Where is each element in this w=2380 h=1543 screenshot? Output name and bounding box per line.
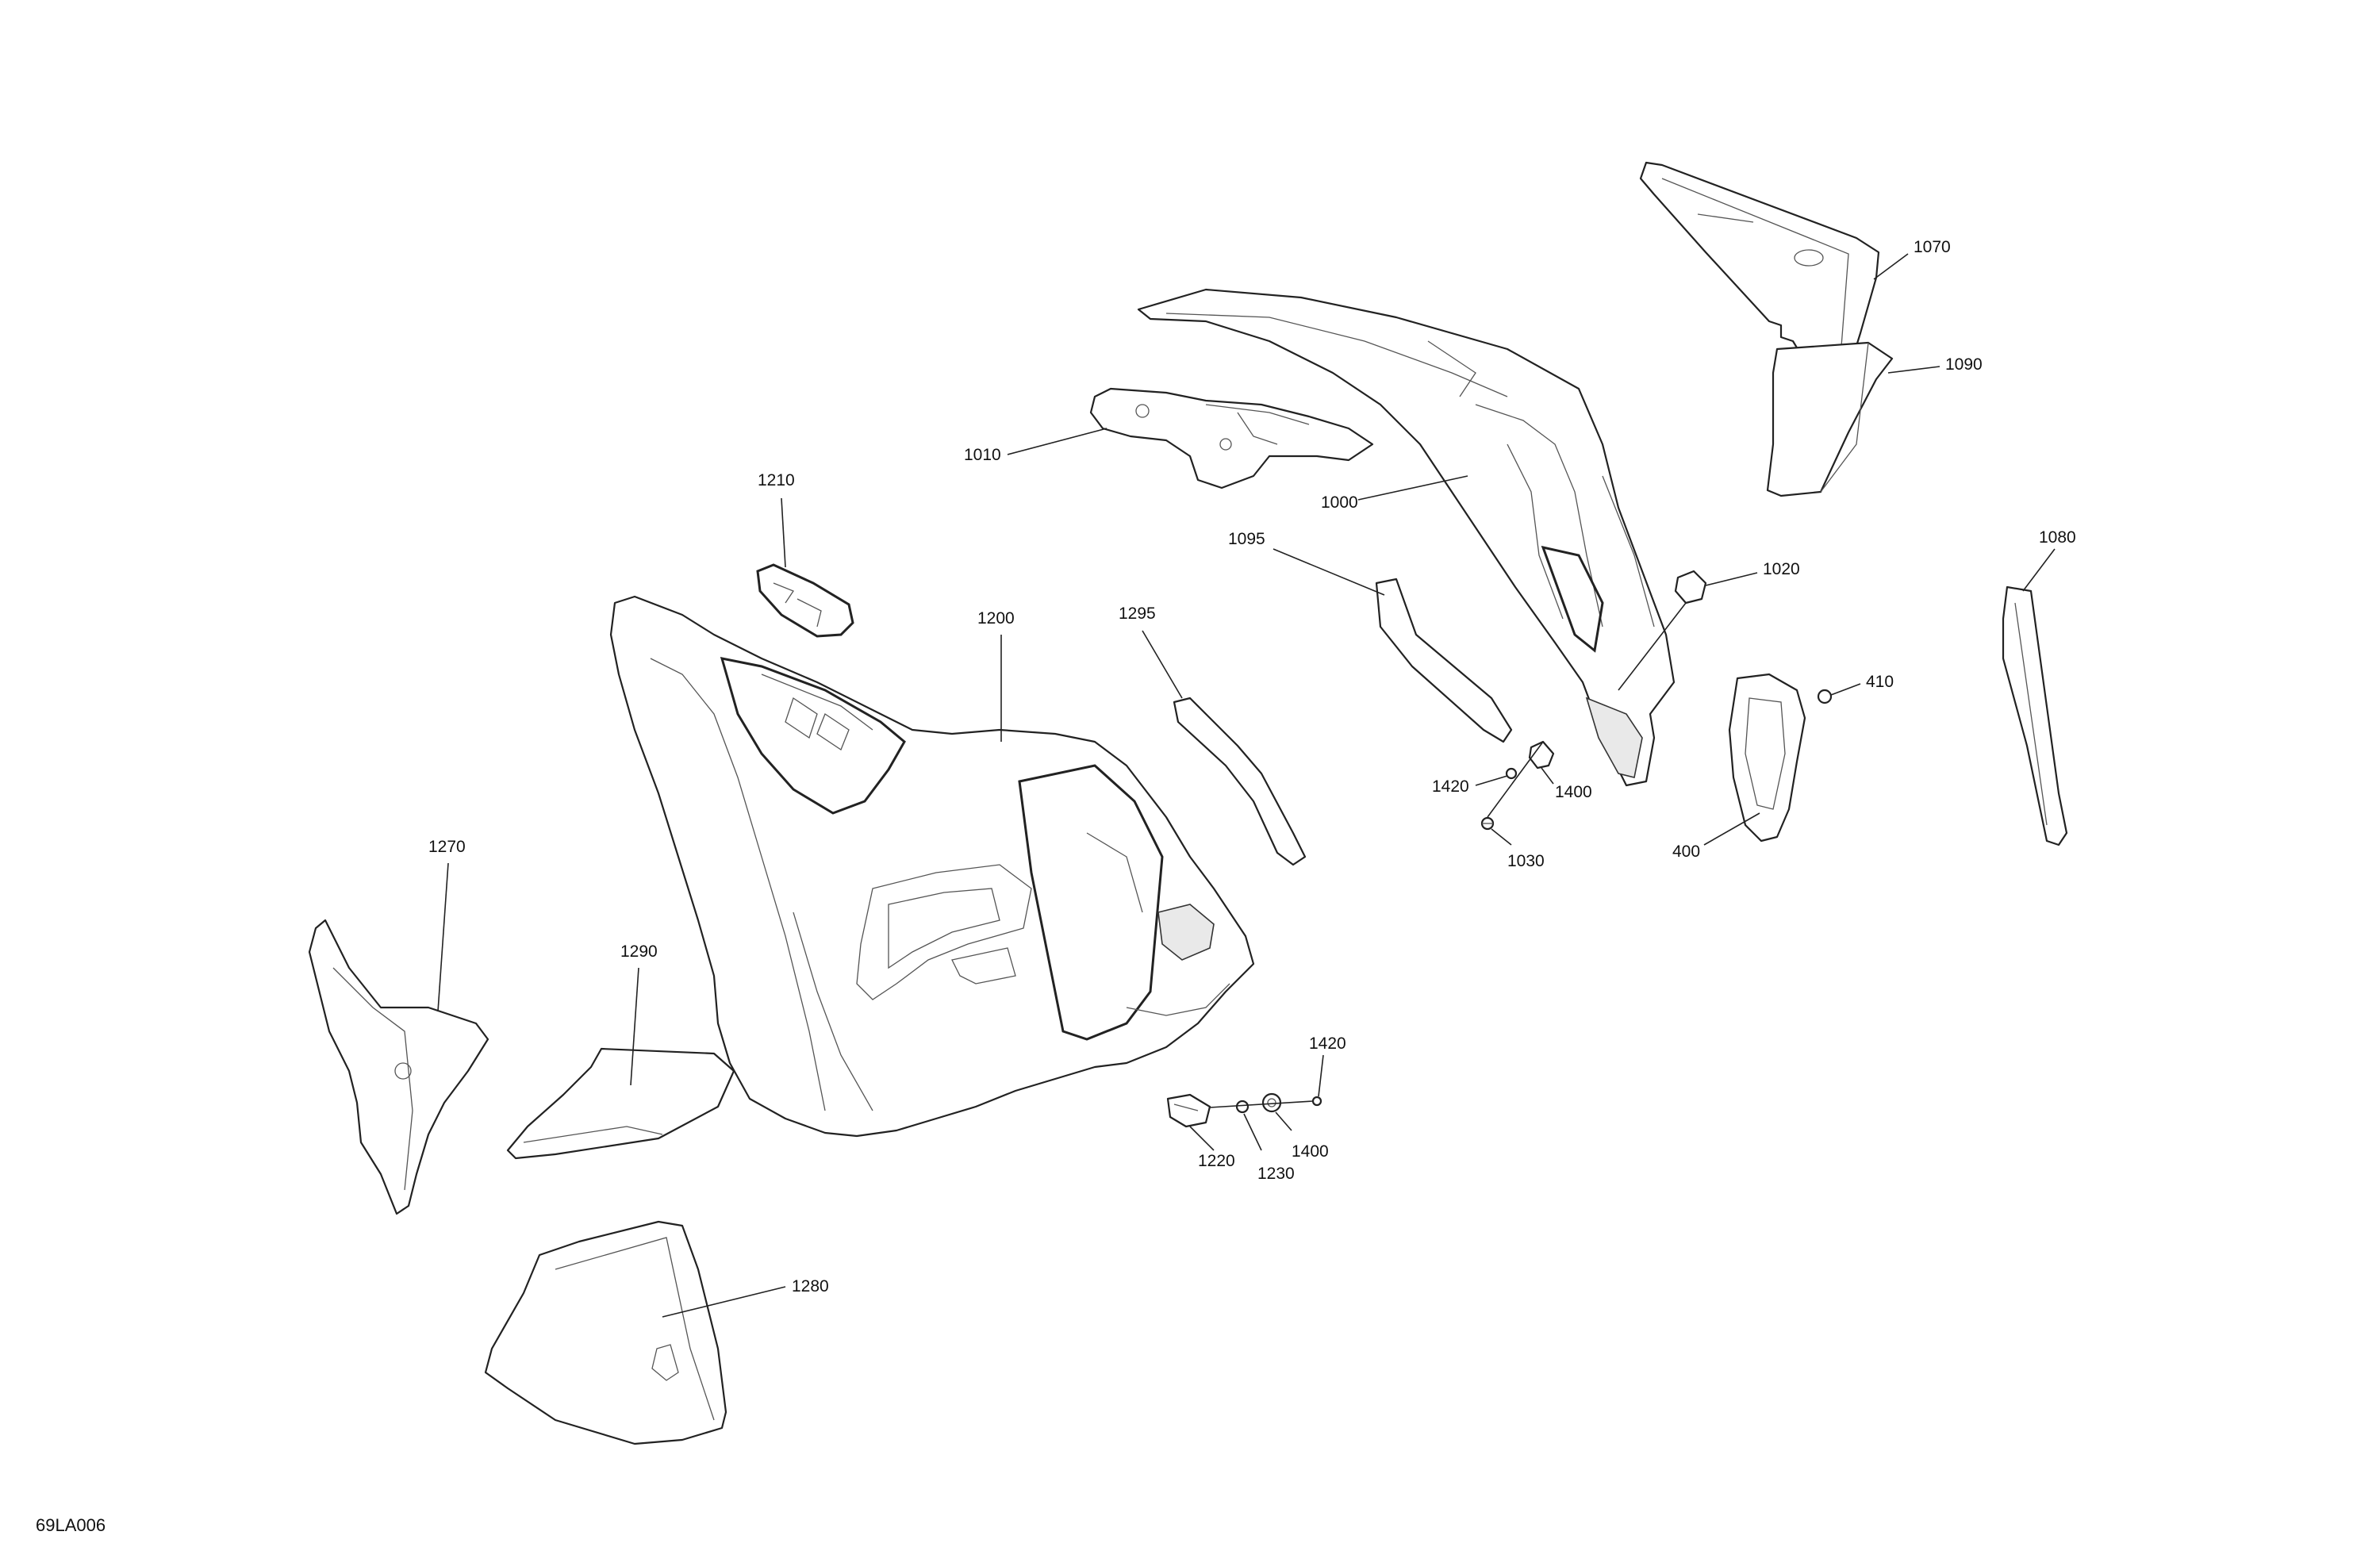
part-1220-light bbox=[1166, 1093, 1211, 1128]
part-1095 bbox=[1375, 578, 1513, 743]
callout-1200: 1200 bbox=[977, 609, 1015, 628]
leader-fastener-axis bbox=[1487, 741, 1544, 818]
leader-1280 bbox=[662, 1286, 786, 1318]
callout-1020: 1020 bbox=[1763, 560, 1800, 578]
fastener-1420-lower bbox=[1311, 1096, 1322, 1107]
leader-1290 bbox=[630, 967, 639, 1086]
part-1295 bbox=[1173, 697, 1307, 866]
figure-id: 69LA006 bbox=[36, 1515, 106, 1535]
callout-1290: 1290 bbox=[620, 942, 658, 961]
leader-1270 bbox=[437, 862, 449, 1012]
leader-1090 bbox=[1887, 366, 1940, 374]
callout-1095: 1095 bbox=[1228, 530, 1265, 548]
leader-1230 bbox=[1243, 1113, 1262, 1151]
leader-1010 bbox=[1007, 428, 1107, 455]
fastener-1020 bbox=[1674, 570, 1707, 605]
callout-410: 410 bbox=[1866, 673, 1894, 691]
part-1270 bbox=[308, 919, 489, 1215]
leader-1020 bbox=[1705, 572, 1758, 586]
part-1000-hood bbox=[1137, 288, 1676, 787]
fastener-1420-upper bbox=[1505, 767, 1518, 780]
leader-1070 bbox=[1873, 253, 1909, 280]
part-1010-bracket bbox=[1089, 387, 1374, 489]
callout-1220: 1220 bbox=[1198, 1152, 1235, 1170]
callout-1210: 1210 bbox=[758, 471, 795, 489]
leader-1095 bbox=[1273, 548, 1385, 596]
leader-lines bbox=[437, 253, 2056, 1318]
callout-1000: 1000 bbox=[1321, 493, 1358, 512]
leader-1000 bbox=[1357, 475, 1468, 501]
leader-1020-axis bbox=[1618, 602, 1687, 691]
leader-1400-upper bbox=[1541, 767, 1554, 785]
callout-1420-upper: 1420 bbox=[1432, 777, 1469, 796]
callout-1295: 1295 bbox=[1119, 605, 1156, 623]
part-1210-grille bbox=[756, 563, 854, 638]
part-1280 bbox=[484, 1220, 727, 1445]
part-1290 bbox=[506, 1047, 735, 1160]
callout-1420-lower: 1420 bbox=[1309, 1034, 1346, 1053]
leader-1080 bbox=[2022, 548, 2056, 592]
leader-1400-lower bbox=[1275, 1111, 1292, 1131]
callout-1270: 1270 bbox=[428, 838, 466, 856]
fastener-1030 bbox=[1480, 816, 1495, 831]
leader-1030 bbox=[1491, 828, 1512, 846]
callout-1230: 1230 bbox=[1257, 1165, 1295, 1183]
callout-1070: 1070 bbox=[1914, 238, 1951, 256]
callout-1400-lower: 1400 bbox=[1292, 1142, 1329, 1161]
part-1070 bbox=[1639, 161, 1880, 374]
leader-1420-lower bbox=[1318, 1054, 1324, 1097]
leader-lower-axis bbox=[1209, 1100, 1314, 1108]
leader-1420-upper bbox=[1475, 775, 1508, 786]
callout-1090: 1090 bbox=[1945, 355, 1983, 374]
part-1200-shell bbox=[609, 595, 1255, 1138]
part-400-bezel bbox=[1728, 673, 1833, 843]
callout-1010: 1010 bbox=[964, 446, 1001, 464]
part-1080 bbox=[2002, 585, 2068, 846]
callout-labels: 1070 1090 1080 1000 1010 1095 1020 410 4… bbox=[428, 238, 2076, 1295]
callout-1080: 1080 bbox=[2039, 528, 2076, 547]
leader-410 bbox=[1830, 683, 1861, 696]
callout-1030: 1030 bbox=[1507, 852, 1545, 870]
leader-1220 bbox=[1189, 1126, 1215, 1151]
leader-1210 bbox=[781, 497, 786, 568]
part-1090 bbox=[1766, 341, 1894, 497]
fastener-1230 bbox=[1235, 1100, 1250, 1114]
callout-400: 400 bbox=[1672, 843, 1700, 861]
leader-400 bbox=[1703, 812, 1760, 846]
callout-1280: 1280 bbox=[792, 1277, 829, 1295]
leader-1295 bbox=[1142, 630, 1183, 699]
callout-1400-upper: 1400 bbox=[1555, 783, 1592, 801]
